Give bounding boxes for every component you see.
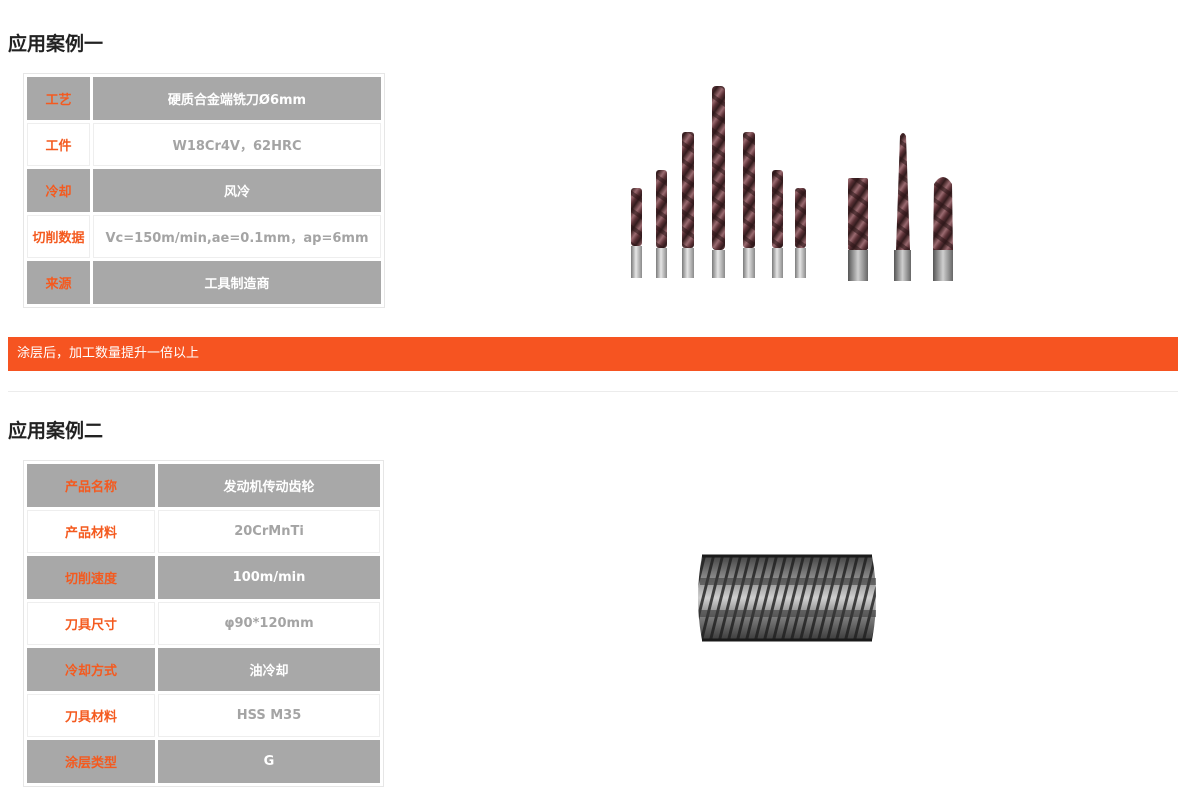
spec-key: 冷却 [27,169,90,212]
table-row: 产品材料 20CrMnTi [27,510,380,553]
table-row: 刀具材料 HSS M35 [27,694,380,737]
case2-spec-table: 产品名称 发动机传动齿轮 产品材料 20CrMnTi 切削速度 100m/min… [23,460,384,787]
case2-title: 应用案例二 [8,420,104,442]
spec-value: φ90*120mm [158,602,380,645]
table-row: 切削数据 Vc=150m/min,ae=0.1mm，ap=6mm [27,215,381,258]
spec-key: 刀具材料 [27,694,155,737]
spec-key: 产品名称 [27,464,155,507]
gear-hob-image [698,554,876,642]
spec-key: 切削速度 [27,556,155,599]
spec-key: 刀具尺寸 [27,602,155,645]
table-row: 产品名称 发动机传动齿轮 [27,464,380,507]
case1-title: 应用案例一 [8,33,104,55]
table-row: 工艺 硬质合金端铣刀Ø6mm [27,77,381,120]
table-row: 冷却 风冷 [27,169,381,212]
spec-key: 工艺 [27,77,90,120]
spec-value: W18Cr4V，62HRC [93,123,381,166]
spec-key: 涂层类型 [27,740,155,783]
table-row: 刀具尺寸 φ90*120mm [27,602,380,645]
spec-value: 油冷却 [158,648,380,691]
section-divider [8,391,1178,392]
spec-value: 发动机传动齿轮 [158,464,380,507]
spec-value: 20CrMnTi [158,510,380,553]
spec-value: 100m/min [158,556,380,599]
table-row: 涂层类型 G [27,740,380,783]
case1-result-banner: 涂层后，加工数量提升一倍以上 [8,337,1178,371]
spec-value: 硬质合金端铣刀Ø6mm [93,77,381,120]
end-mills-image [631,86,953,281]
spec-value: HSS M35 [158,694,380,737]
spec-value: Vc=150m/min,ae=0.1mm，ap=6mm [93,215,381,258]
table-row: 工件 W18Cr4V，62HRC [27,123,381,166]
spec-key: 冷却方式 [27,648,155,691]
case1-spec-table: 工艺 硬质合金端铣刀Ø6mm 工件 W18Cr4V，62HRC 冷却 风冷 切削… [23,73,385,308]
spec-key: 产品材料 [27,510,155,553]
spec-value: 风冷 [93,169,381,212]
table-row: 冷却方式 油冷却 [27,648,380,691]
spec-key: 来源 [27,261,90,304]
spec-key: 工件 [27,123,90,166]
table-row: 切削速度 100m/min [27,556,380,599]
table-row: 来源 工具制造商 [27,261,381,304]
spec-value: G [158,740,380,783]
spec-key: 切削数据 [27,215,90,258]
spec-value: 工具制造商 [93,261,381,304]
